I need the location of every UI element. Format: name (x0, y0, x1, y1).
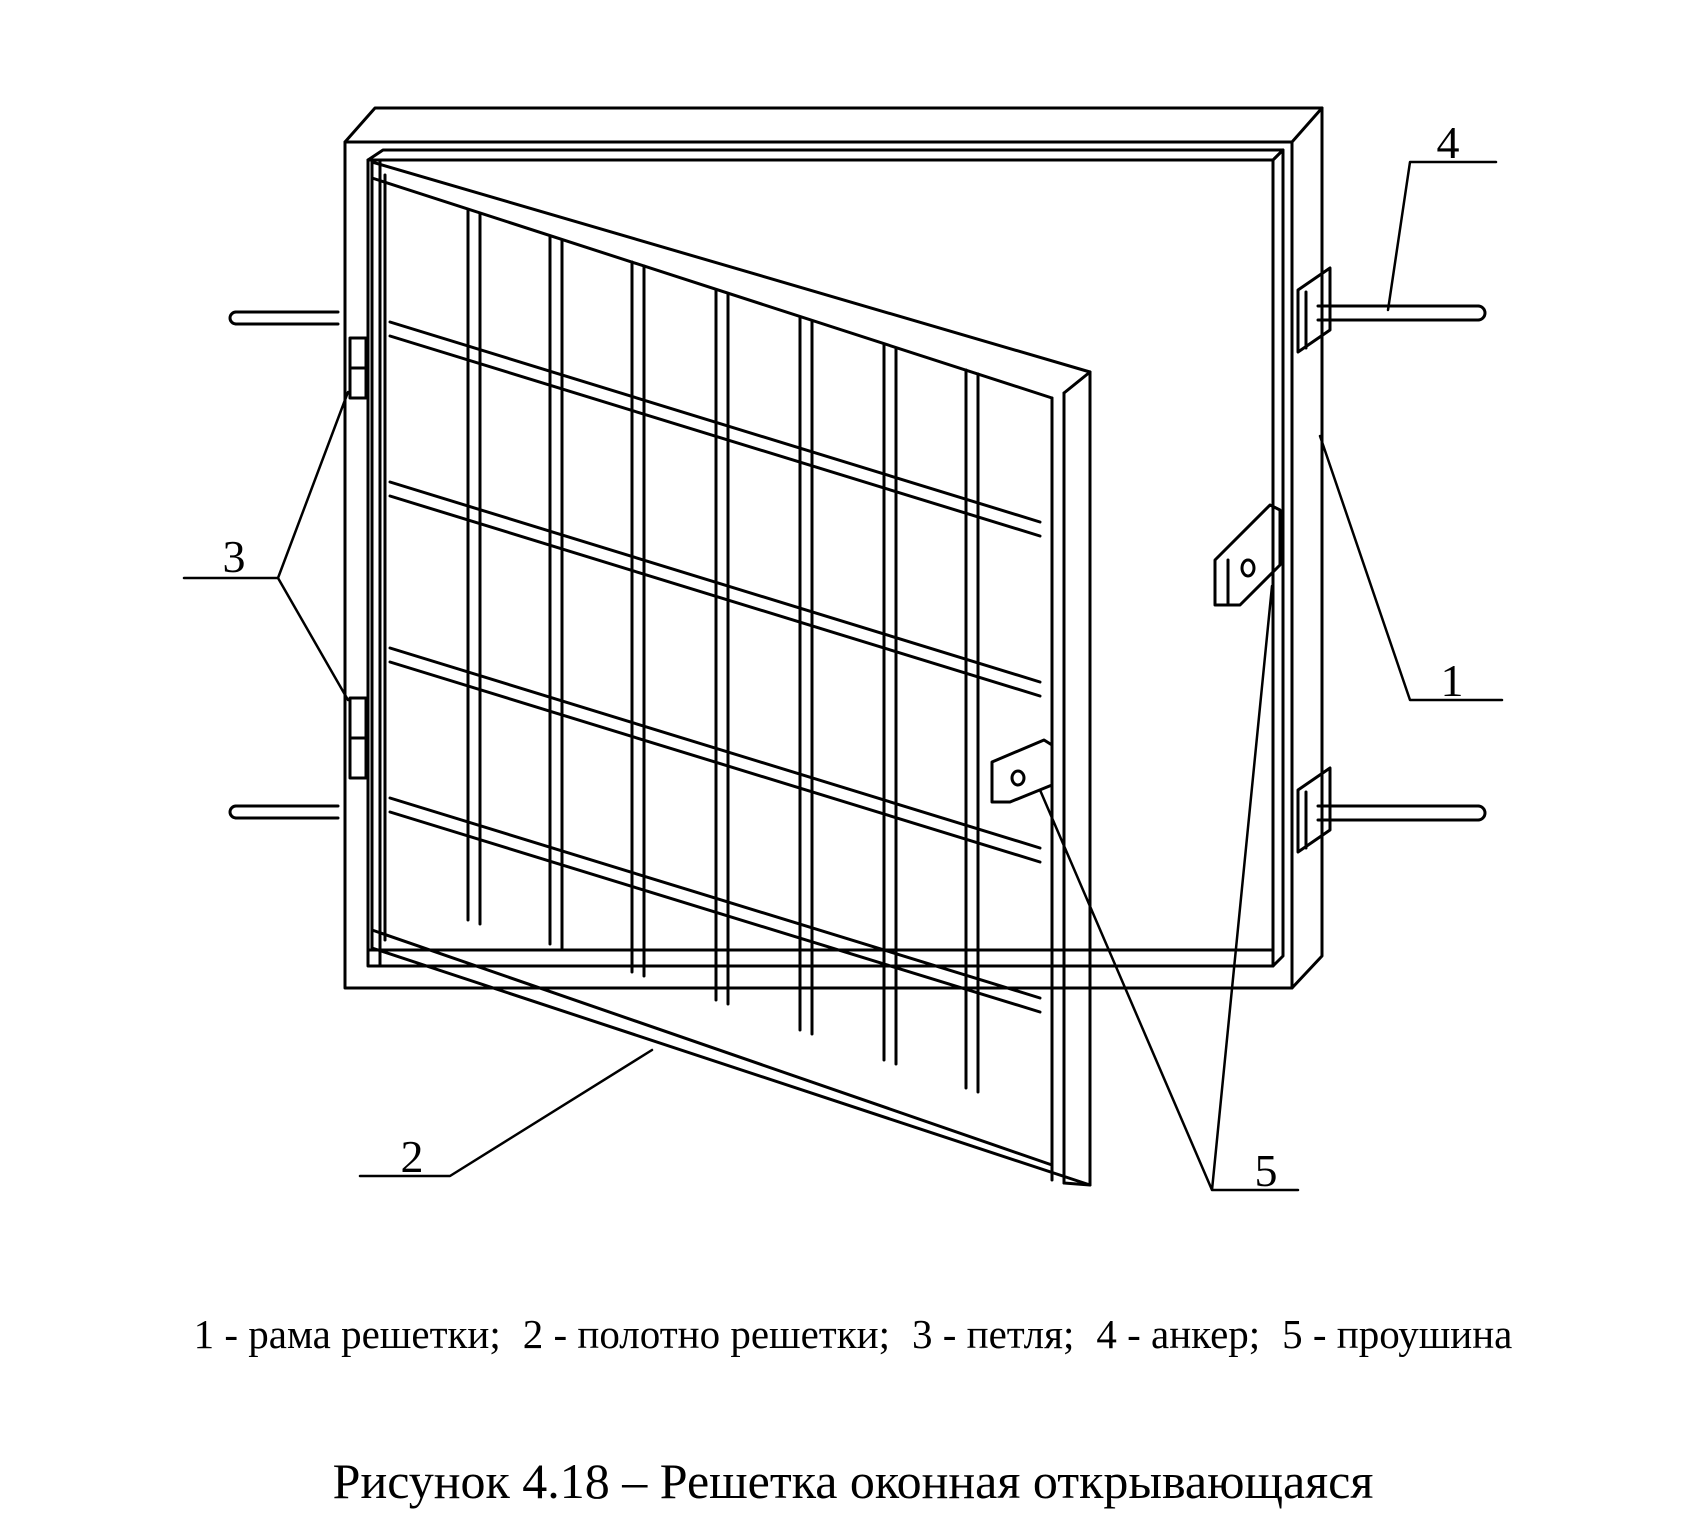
legend-item-frame: 1 - рама решетки; (193, 1311, 501, 1357)
grille-frame (343, 106, 1324, 990)
legend-item-panel: 2 - полотно решетки; (522, 1311, 890, 1357)
grille-panel (370, 160, 1092, 1187)
frame-eyelet (1213, 503, 1282, 607)
leader-lines (182, 160, 1504, 1192)
legend-item-anchor: 4 - анкер; (1096, 1311, 1261, 1357)
frame-anchors (228, 266, 1487, 854)
callout-eyelet: 5 (1255, 1145, 1278, 1196)
legend-item-hinge: 3 - петля; (911, 1311, 1075, 1357)
legend: 1 - рама решетки; 2 - полотно решетки; 3 -… (0, 1310, 1706, 1358)
figure-caption: Рисунок 4.18 – Решетка оконная открывающ… (332, 1453, 1374, 1509)
callout-anchor: 4 (1437, 117, 1460, 168)
callout-frame: 1 (1441, 655, 1464, 706)
legend-item-eyelet: 5 - проушина (1282, 1311, 1513, 1357)
callout-hinge: 3 (223, 531, 246, 582)
callout-panel: 2 (401, 1131, 424, 1182)
hinges (348, 336, 368, 780)
